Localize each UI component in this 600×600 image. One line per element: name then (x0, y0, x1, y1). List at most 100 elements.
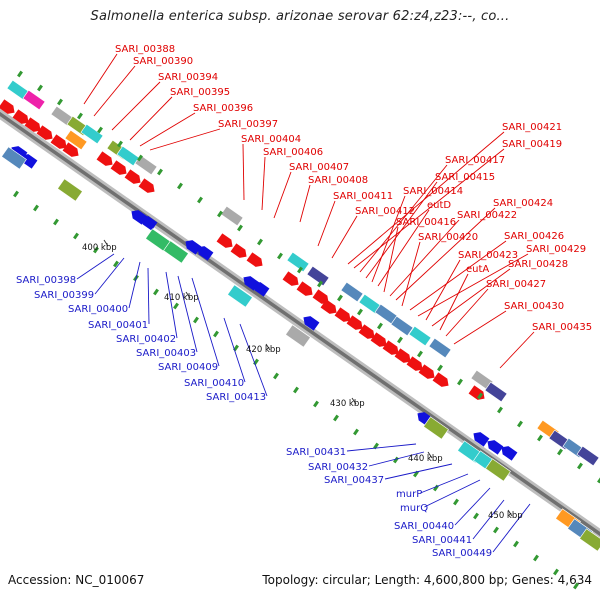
forward-gene-arrow (346, 315, 363, 330)
ring-marker (13, 190, 19, 198)
ring-marker (353, 428, 359, 436)
forward-gene-arrow (320, 299, 337, 314)
callout-line (420, 473, 469, 494)
callout-line (261, 156, 266, 211)
ring-marker (377, 322, 383, 330)
callout-line (395, 207, 496, 301)
ring-marker (197, 196, 203, 204)
cog-gene-box (227, 284, 253, 308)
gene-label: SARI_00390 (133, 56, 193, 67)
ring-marker (277, 252, 283, 260)
callout-line (299, 184, 311, 223)
gene-label: SARI_00402 (116, 334, 176, 345)
gene-label: SARI_00411 (333, 191, 393, 202)
ring-marker (73, 232, 79, 240)
gene-label: SARI_00396 (193, 103, 253, 114)
reverse-gene-arrow (197, 246, 214, 261)
cog-gene-box (57, 178, 83, 202)
ring-marker (577, 462, 583, 470)
reverse-gene-arrow (501, 446, 518, 461)
ring-marker (97, 126, 103, 134)
ring-marker (297, 266, 303, 274)
forward-gene-arrow (36, 125, 53, 140)
forward-gene-arrow (312, 289, 329, 304)
forward-gene-arrow (334, 307, 351, 322)
callout-line (93, 65, 136, 117)
cog-gene-box (428, 337, 452, 359)
forward-gene-arrow (50, 134, 67, 149)
ring-marker (17, 70, 23, 78)
gene-label: SARI_00440 (394, 521, 454, 532)
callout-line (242, 143, 245, 201)
gene-label: SARI_00421 (502, 122, 562, 133)
forward-gene-arrow (96, 151, 113, 166)
forward-gene-arrow (432, 372, 449, 387)
callout-line (384, 463, 453, 480)
ring-marker (137, 154, 143, 162)
gene-label: SARI_00437 (324, 475, 384, 486)
gene-label: eutD (427, 200, 451, 211)
reverse-gene-arrow (487, 440, 504, 455)
ring-marker (77, 112, 83, 120)
gene-label: SARI_00416 (396, 217, 456, 228)
callout-line (239, 323, 268, 397)
gene-label: SARI_00395 (170, 87, 230, 98)
gene-label: SARI_00403 (136, 348, 196, 359)
accession-text: Accession: NC_010067 (8, 573, 145, 587)
callout-line (389, 219, 460, 297)
tick-label: 440 kbp (408, 454, 443, 464)
gene-label: SARI_00430 (504, 301, 564, 312)
tick-label: 430 kbp (330, 399, 365, 409)
gene-label: SARI_00397 (218, 119, 278, 130)
ring-marker (117, 140, 123, 148)
ring-marker (273, 372, 279, 380)
forward-gene-arrow (370, 332, 387, 347)
forward-gene-arrow (0, 99, 15, 114)
callout-line (424, 479, 481, 508)
forward-gene-arrow (406, 356, 423, 371)
callout-line (83, 53, 118, 105)
cog-gene-box (390, 315, 414, 337)
callout-line (439, 273, 469, 331)
forward-gene-arrow (418, 364, 435, 379)
ring-marker (397, 336, 403, 344)
ring-marker (517, 420, 523, 428)
ring-marker (597, 476, 600, 484)
reverse-gene-arrow (21, 154, 38, 169)
tick-mark (185, 291, 191, 299)
ring-marker (453, 498, 459, 506)
gene-label: SARI_00449 (432, 548, 492, 559)
forward-gene-arrow (382, 340, 399, 355)
forward-gene-arrow (296, 281, 313, 296)
ring-marker (213, 330, 219, 338)
gene-label: SARI_00400 (68, 304, 128, 315)
gene-label: SARI_00415 (435, 172, 495, 183)
ring-marker (57, 98, 63, 106)
ring-marker (53, 218, 59, 226)
callout-line (377, 209, 430, 287)
reverse-gene-arrow (473, 432, 490, 447)
forward-gene-arrow (246, 252, 263, 267)
callout-line (371, 195, 406, 283)
ring-marker (237, 224, 243, 232)
callout-line (454, 487, 491, 526)
ring-marker (533, 554, 539, 562)
tick-mark (351, 397, 357, 405)
callout-line (431, 268, 511, 327)
tick-label: 450 kbp (488, 511, 523, 521)
callout-line (149, 128, 221, 151)
callout-line (365, 181, 438, 279)
ring-marker (193, 316, 199, 324)
gene-label: SARI_00441 (412, 535, 472, 546)
ring-marker (153, 288, 159, 296)
callout-line (128, 261, 141, 309)
forward-gene-arrow (282, 271, 299, 286)
forward-gene-arrow (24, 117, 41, 132)
callout-line (129, 96, 173, 141)
gene-label: SARI_00419 (502, 139, 562, 150)
callout-line (331, 215, 358, 259)
gene-label: eutA (466, 264, 489, 275)
tick-label: 420 kbp (246, 345, 281, 355)
ring-marker (417, 350, 423, 358)
gene-label: SARI_00401 (88, 320, 148, 331)
